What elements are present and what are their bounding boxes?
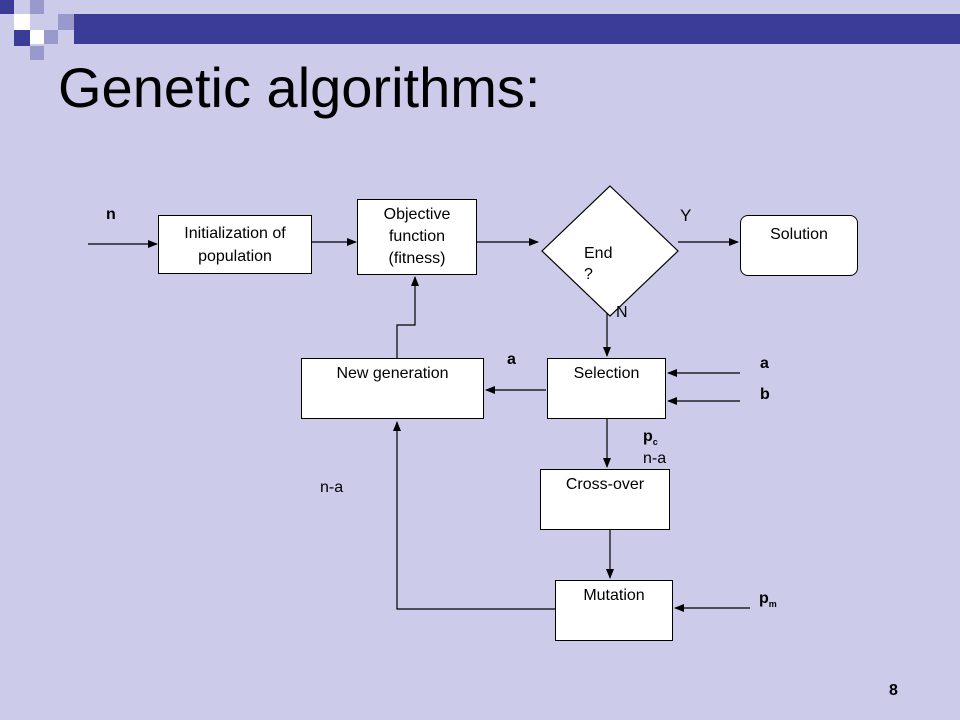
objective-box: Objective function (fitness): [357, 199, 477, 275]
deco-square: [30, 30, 44, 44]
label-pc-sub: c: [652, 437, 658, 448]
crossover-label: Cross-over: [565, 476, 645, 493]
label-n: n: [106, 206, 116, 223]
label-a-input: a: [760, 355, 769, 372]
new-generation-box: New generation: [301, 358, 484, 419]
label-pc: pc: [643, 428, 658, 447]
arrow-newgen-to-objective: [396, 276, 419, 358]
selection-label: Selection: [573, 365, 640, 382]
label-pm: pm: [759, 590, 777, 609]
solution-box: Solution: [740, 215, 858, 276]
crossover-box: Cross-over: [540, 469, 670, 530]
deco-square: [30, 0, 44, 14]
init-box: Initialization of population: [158, 215, 312, 274]
deco-square: [14, 14, 30, 30]
label-n-minus-a-return: n-a: [320, 479, 344, 496]
arrow-mutation-to-newgen: [393, 421, 555, 610]
end-label: End: [584, 245, 613, 262]
label-a-elite: a: [507, 351, 516, 368]
mutation-box: Mutation: [555, 580, 673, 641]
deco-square: [0, 0, 14, 14]
selection-box: Selection: [547, 358, 666, 419]
deco-square: [30, 46, 44, 60]
page-title: Genetic algorithms:: [58, 56, 541, 119]
solution-label: Solution: [770, 226, 828, 243]
label-n-minus-a-crossover: n-a: [643, 450, 667, 467]
label-pc-p: p: [643, 428, 653, 445]
deco-bar: [74, 14, 960, 44]
objective-line2: function: [388, 228, 446, 245]
label-pm-sub: m: [768, 599, 777, 610]
objective-line1: Objective: [383, 206, 451, 223]
label-pm-p: p: [759, 590, 769, 607]
new-generation-label: New generation: [336, 365, 449, 382]
decision-diamond: [541, 185, 679, 317]
deco-square: [58, 14, 74, 30]
label-yes: Y: [680, 206, 692, 225]
label-no: N: [616, 304, 628, 321]
page-number: 8: [889, 682, 898, 699]
deco-square: [14, 30, 30, 46]
end-question-mark: ?: [584, 266, 593, 283]
init-label: Initialization of population: [184, 225, 286, 265]
label-b-input: b: [760, 386, 770, 403]
mutation-label: Mutation: [583, 587, 645, 604]
deco-square: [44, 30, 58, 44]
objective-line3: (fitness): [388, 250, 446, 267]
